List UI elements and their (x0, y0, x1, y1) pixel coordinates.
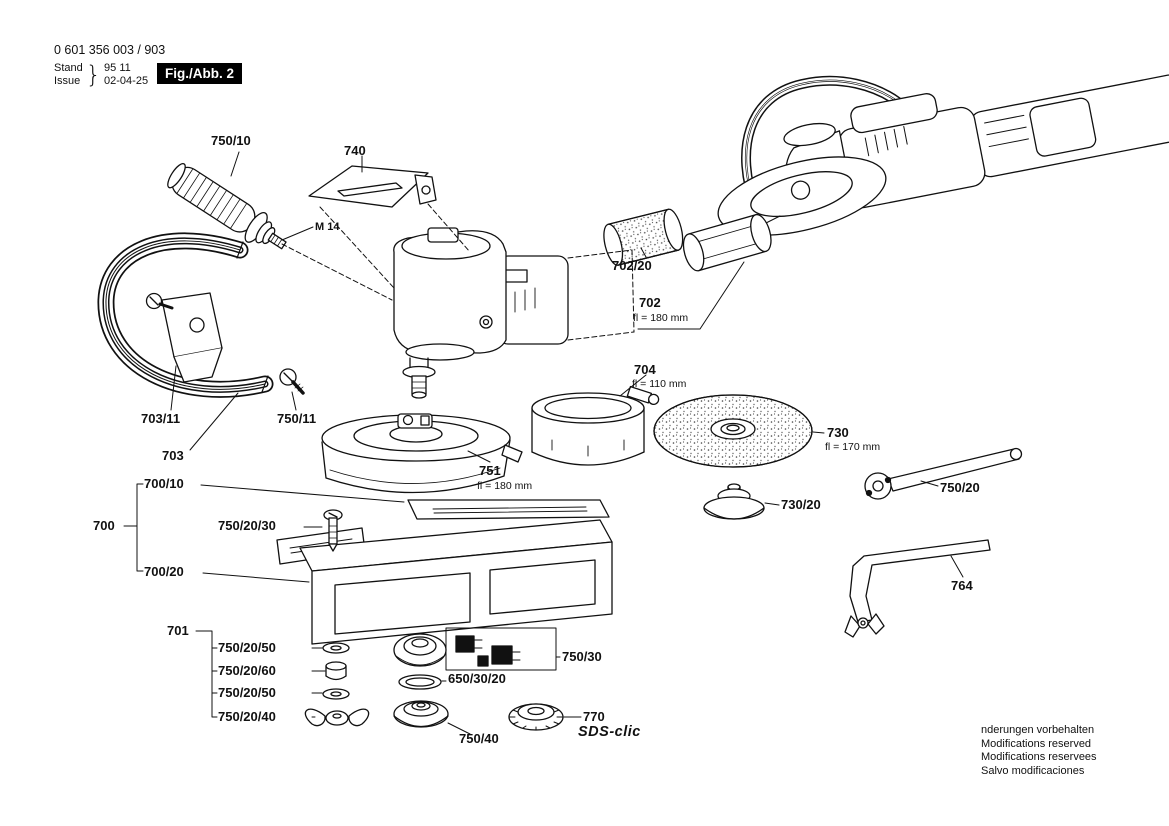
callout-750-40: 750/40 (459, 731, 499, 746)
callout-770: 770 (583, 709, 605, 724)
bracket-plate-740-drawing (308, 165, 437, 208)
document-part-number: 0 601 356 003 / 903 (54, 43, 166, 57)
callout-704: 704 (634, 362, 656, 377)
angle-grinder-top-right-drawing (717, 74, 1169, 236)
flange-group-750-30-drawing (393, 627, 557, 671)
bolt-750-11-drawing (279, 368, 305, 395)
callout-750-11: 750/11 (277, 411, 317, 426)
callout-751: 751 (479, 463, 501, 478)
modifications-notice: nderungen vorbehalten Modifications rese… (981, 724, 1097, 778)
o-ring-650-30-20-drawing (398, 674, 442, 690)
callout-750-10: 750/10 (211, 133, 251, 148)
callout-m14: M 14 (315, 221, 340, 233)
dashed-construction-lines (281, 203, 635, 341)
cutting-guide-700-drawing (276, 499, 613, 645)
callout-750-20-60: 750/20/60 (218, 663, 276, 678)
callout-702: 702 (639, 295, 661, 310)
callout-750-20-50-lower: 750/20/50 (218, 685, 276, 700)
issue-label: Issue (54, 75, 81, 87)
callout-700-20: 700/20 (144, 564, 184, 579)
callout-730-20: 730/20 (781, 497, 821, 512)
callout-751-note: fl = 180 mm (477, 480, 533, 492)
stand-label: Stand (54, 62, 83, 74)
callout-704-note: fl = 110 mm (632, 378, 687, 390)
fastener-stack-drawing (304, 642, 370, 727)
callout-750-20-40: 750/20/40 (218, 709, 276, 724)
backing-pad-730-20-drawing (703, 483, 765, 520)
callout-750-30: 750/30 (562, 649, 602, 664)
issue-value: 02-04-25 (104, 75, 149, 87)
notice-line-de: nderungen vorbehalten (981, 724, 1095, 736)
callout-700-10: 700/10 (144, 476, 184, 491)
callout-740: 740 (344, 143, 366, 158)
callout-750-20-50-upper: 750/20/50 (218, 640, 276, 655)
wheel-guard-751-drawing (321, 413, 523, 494)
stand-value: 95 11 (104, 62, 131, 74)
sds-clic-nut-770-drawing (508, 703, 564, 731)
leader-lines (123, 151, 964, 735)
callout-730: 730 (827, 425, 849, 440)
notice-line-fr: Modifications reservees (981, 751, 1097, 763)
brace-glyph: } (85, 61, 102, 89)
sanding-disc-730-drawing (653, 394, 813, 468)
callout-702-note: fl = 180 mm (633, 312, 689, 324)
callout-702-20: 702/20 (612, 258, 652, 273)
callout-750-20: 750/20 (940, 480, 980, 495)
callout-730-note: fl = 170 mm (825, 441, 881, 453)
bent-wrench-764-drawing (844, 539, 991, 638)
notice-line-en: Modifications reserved (981, 737, 1092, 750)
auxiliary-handle-drawing (167, 162, 287, 250)
callout-703-11: 703/11 (141, 411, 181, 426)
callout-700: 700 (93, 518, 115, 533)
sds-clic-logo: SDS-clic (578, 724, 641, 740)
angle-grinder-center-drawing (393, 227, 569, 399)
stand-issue-block: Stand Issue } 95 11 02-04-25 (54, 62, 148, 88)
callout-650-30-20: 650/30/20 (448, 671, 506, 686)
cuff-702-drawing (682, 213, 772, 272)
bail-handle-703-drawing (97, 232, 274, 398)
callout-701: 701 (167, 623, 189, 638)
notice-line-es: Salvo modificaciones (981, 764, 1085, 777)
clamping-collar-704-drawing (531, 385, 660, 466)
callout-750-20-30: 750/20/30 (218, 518, 276, 533)
clamping-nut-750-40-drawing (393, 700, 449, 728)
figure-label: Fig./Abb. 2 (157, 63, 242, 84)
callout-703: 703 (162, 448, 184, 463)
callout-764: 764 (951, 578, 973, 593)
pin-wrench-750-20-drawing (864, 447, 1023, 500)
